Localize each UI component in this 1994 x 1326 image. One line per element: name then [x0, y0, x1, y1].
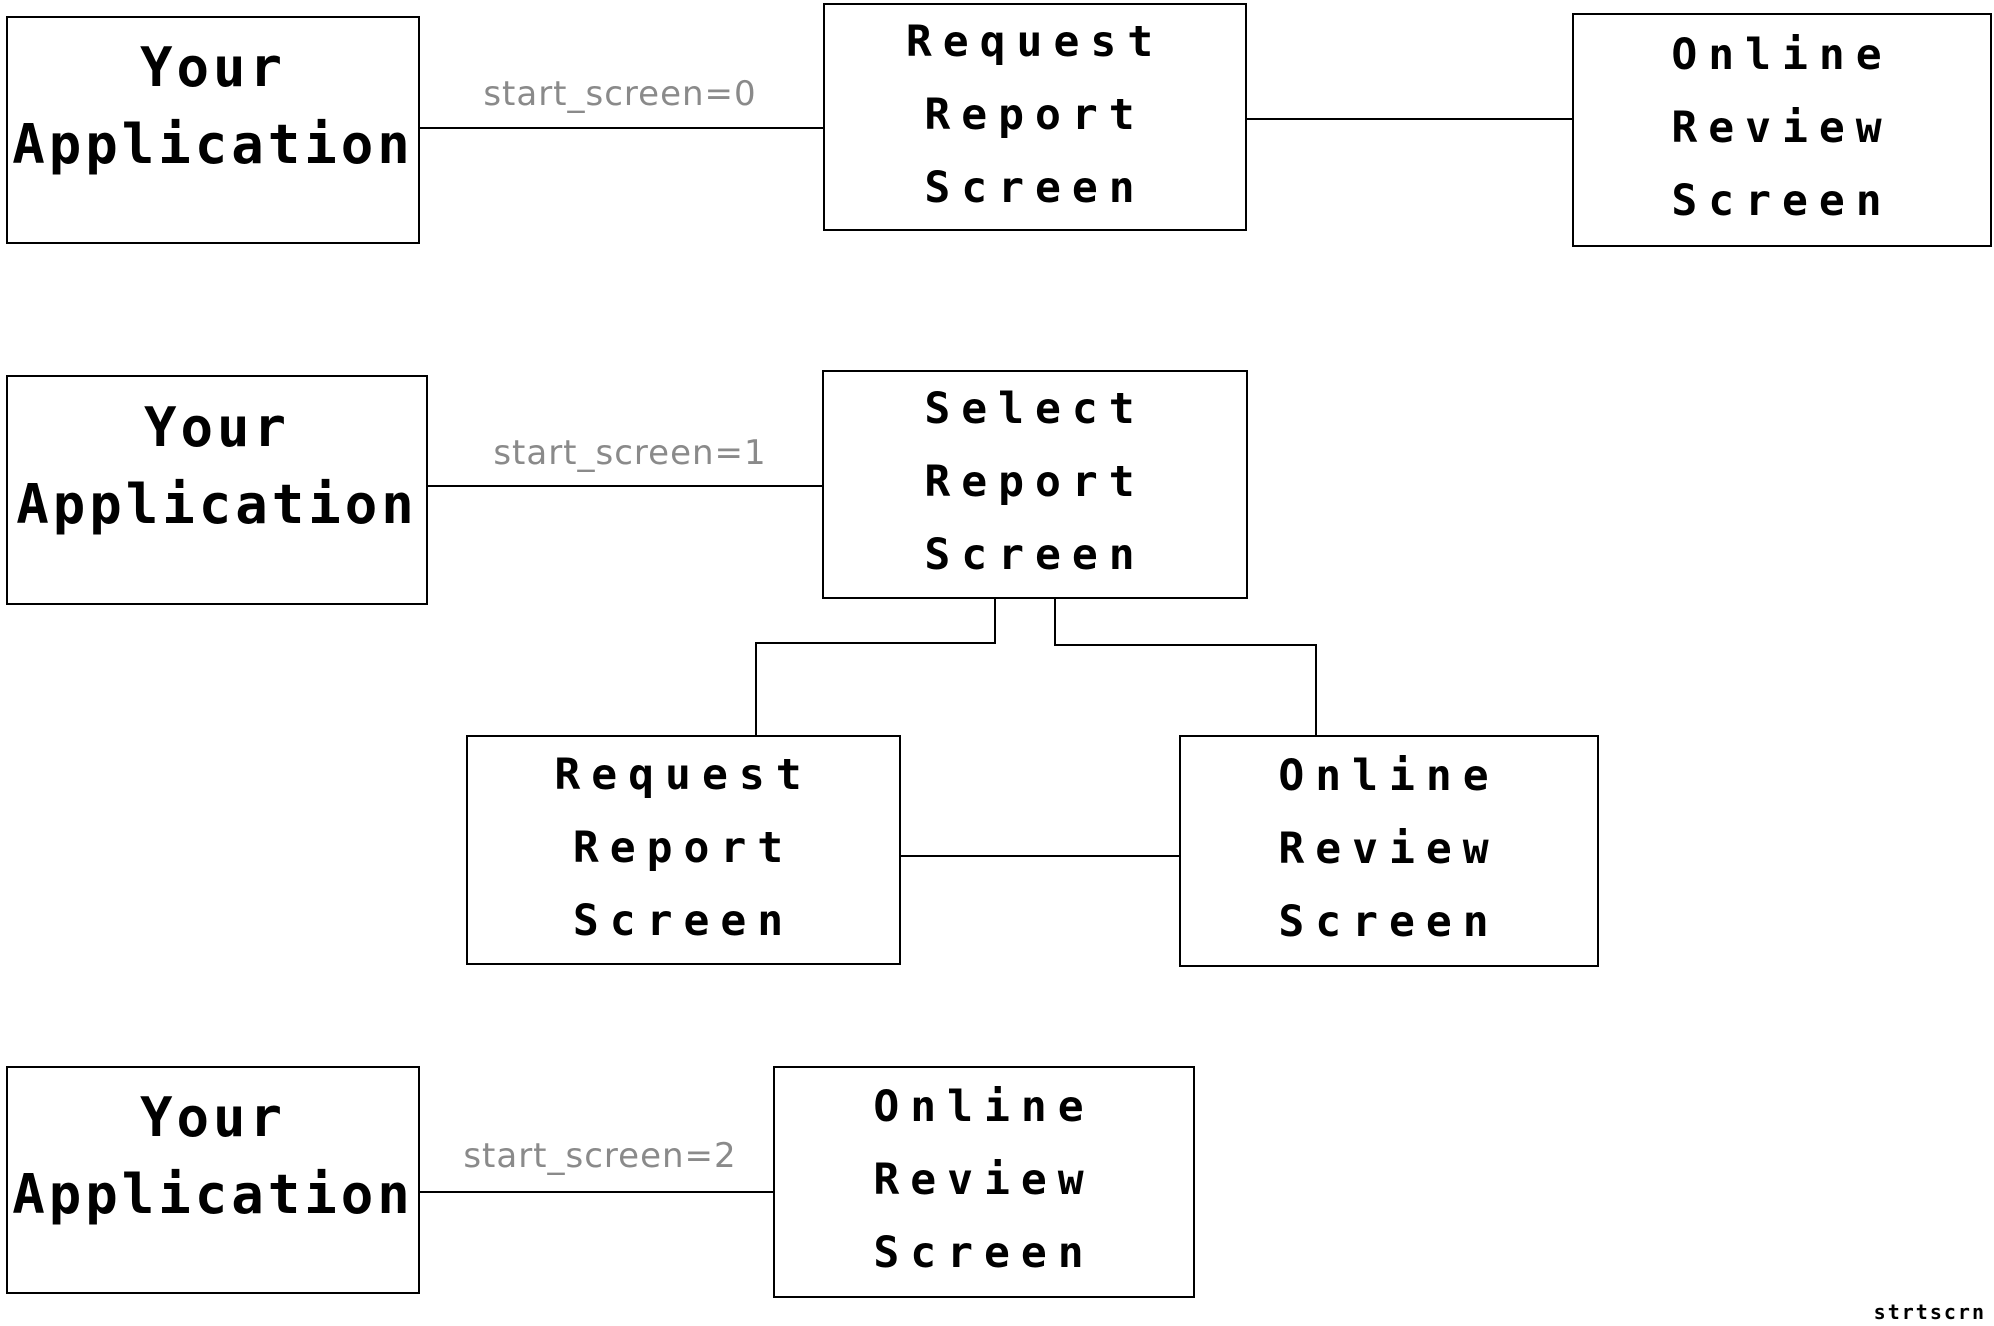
branch-stub-right: [1054, 599, 1056, 646]
box-label-line: Application: [12, 113, 414, 176]
box-label-line: Request: [554, 749, 813, 800]
connector-req2-onl2: [901, 855, 1179, 857]
branch-horizontal-right: [1054, 644, 1317, 646]
box-label-line: Screen: [1671, 175, 1893, 226]
box-label-line: Your: [143, 396, 291, 459]
box-label-line: Report: [924, 457, 1146, 507]
box-label-line: Request: [905, 16, 1165, 67]
box-online-review-screen-1: Online Review Screen: [1572, 13, 1992, 247]
branch-drop-right: [1315, 644, 1317, 736]
connector-app3-onl3: [420, 1191, 773, 1193]
connector-app2-sel2: [428, 485, 822, 487]
box-label-line: Select: [924, 384, 1146, 434]
box-your-application-1: Your Application: [6, 16, 420, 244]
branch-horizontal-left: [755, 642, 996, 644]
box-label-line: Your: [139, 1086, 287, 1149]
branch-drop-left: [755, 642, 757, 736]
box-label-line: Online: [1671, 29, 1893, 80]
box-label-line: Screen: [924, 162, 1146, 213]
box-label-line: Screen: [1278, 896, 1500, 947]
box-label-line: Screen: [924, 530, 1146, 580]
box-label-line: Review: [1671, 102, 1893, 153]
edge-label-start-screen-1: start_screen=1: [493, 433, 767, 473]
box-label-line: Screen: [572, 895, 795, 946]
box-label-line: Review: [1278, 823, 1500, 874]
box-label-line: Report: [924, 89, 1146, 140]
branch-stub-left: [994, 599, 996, 644]
box-label-line: Application: [12, 1163, 414, 1226]
box-your-application-3: Your Application: [6, 1066, 420, 1294]
edge-label-start-screen-2: start_screen=2: [463, 1136, 737, 1176]
box-request-report-screen-1: Request Report Screen: [823, 3, 1247, 231]
box-select-report-screen: Select Report Screen: [822, 370, 1248, 599]
box-your-application-2: Your Application: [6, 375, 428, 605]
box-label-line: Application: [16, 473, 418, 536]
connector-req1-onl1: [1247, 118, 1572, 120]
box-label-line: Online: [873, 1081, 1095, 1132]
figure-id-label: strtscrn: [1873, 1300, 1986, 1324]
box-label-line: Screen: [873, 1227, 1095, 1278]
box-online-review-screen-2: Online Review Screen: [1179, 735, 1599, 967]
box-label-line: Review: [873, 1154, 1095, 1205]
edge-label-start-screen-0: start_screen=0: [483, 74, 757, 114]
box-label-line: Report: [572, 822, 795, 873]
box-label-line: Online: [1278, 750, 1500, 801]
connector-app1-req1: [420, 127, 823, 129]
box-online-review-screen-3: Online Review Screen: [773, 1066, 1195, 1298]
box-request-report-screen-2: Request Report Screen: [466, 735, 901, 965]
box-label-line: Your: [139, 36, 287, 99]
